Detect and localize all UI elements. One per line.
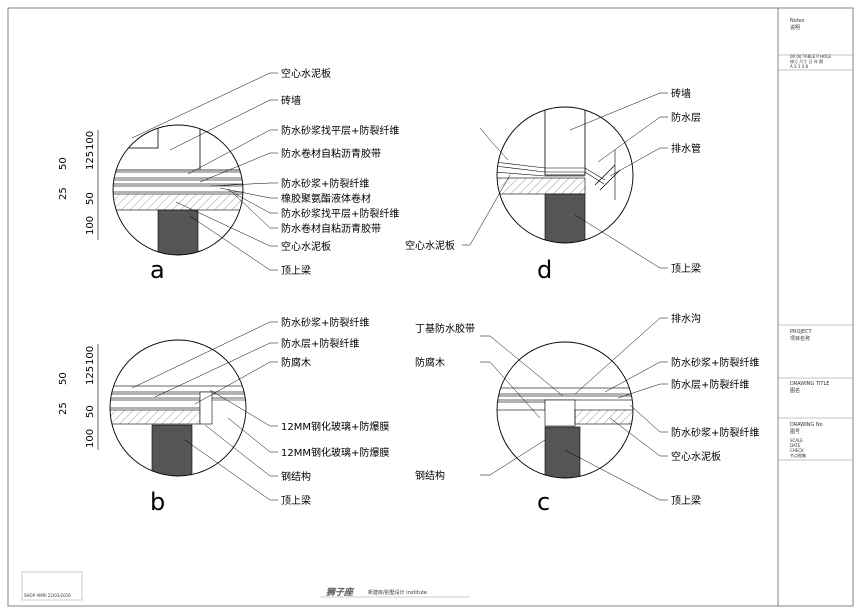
detail-d-label-2: 防水层 — [671, 111, 701, 124]
drawing-no-small-1: SCALE — [790, 438, 803, 443]
detail-c-label-6: 防水层+防裂纤维 — [671, 378, 749, 391]
detail-d-label-3: 排水管 — [671, 142, 701, 155]
detail-a-label-6: 橡胶聚氨酯液体卷材 — [281, 192, 371, 205]
drawing-no-label: DRAWING No — [790, 422, 823, 428]
detail-b-dim-5: 50 — [85, 405, 96, 418]
detail-c-label-3: 钢结构 — [415, 469, 445, 482]
detail-a-dim-1: 100 — [85, 131, 96, 150]
detail-c-label-5: 防水砂浆+防裂纤维 — [671, 356, 759, 369]
detail-a-label-10: 顶上梁 — [281, 264, 311, 277]
detail-a-dim-4: 25 — [58, 187, 69, 200]
notes-small-1: 00 00 TABLE P HOLE — [790, 54, 831, 59]
detail-a-label-4: 防水卷材自粘沥青胶带 — [281, 147, 381, 160]
detail-b-dim-3: 50 — [58, 372, 69, 385]
detail-b-label-4: 12MM钢化玻璃+防爆膜 — [281, 420, 389, 433]
company-subtitle: 新建房/别墅设计 institute — [368, 589, 427, 596]
detail-c-label-4: 排水沟 — [671, 312, 701, 325]
detail-b-label-3: 防腐木 — [281, 356, 311, 369]
detail-c-label-9: 顶上梁 — [671, 494, 701, 507]
detail-b-label-5: 12MM钢化玻璃+防爆膜 — [281, 446, 389, 459]
detail-d-label-5: 顶上梁 — [671, 262, 701, 275]
detail-b-dim-1: 100 — [85, 346, 96, 365]
detail-b-dim-2: 125 — [85, 366, 96, 385]
detail-d-label-1: 砖墙 — [671, 87, 691, 100]
notes-small-2: 修订 尺寸 日 年 期 — [790, 58, 823, 64]
project-title: PROJECT — [790, 329, 813, 335]
detail-c: c 丁基防水胶带 防腐木 钢结构 排水沟 防水砂浆+防裂纤维 防水层+防裂纤维 … — [415, 312, 759, 516]
detail-a-label-1: 空心水泥板 — [281, 67, 331, 80]
detail-a-label-8: 防水卷材自粘沥青胶带 — [281, 222, 381, 235]
detail-d-label-4: 空心水泥板 — [405, 239, 455, 252]
stamp-text: SHOP AMRI 22/03/2016 — [24, 593, 71, 598]
drawing-no-small-2: DATE — [790, 443, 801, 448]
detail-c-letter: c — [537, 488, 550, 516]
detail-b-label-1: 防水砂浆+防裂纤维 — [281, 316, 369, 329]
detail-b-label-6: 钢结构 — [281, 470, 311, 483]
detail-c-label-7: 防水砂浆+防裂纤维 — [671, 426, 759, 439]
detail-b-letter: b — [150, 488, 165, 516]
detail-a-dim-5: 50 — [85, 192, 96, 205]
notes-small-3: A 0 1 4 8 — [790, 64, 808, 69]
detail-a: a 100 125 50 25 50 100 空心水泥板 砖墙 防水砂浆找平层+… — [58, 67, 399, 284]
detail-a-label-3: 防水砂浆找平层+防裂纤维 — [281, 124, 399, 137]
detail-a-label-5: 防水砂浆+防裂纤维 — [281, 177, 369, 190]
notes-cn: 说明 — [790, 24, 800, 31]
drawing-no-small-4: 节点图集 — [790, 452, 806, 458]
detail-a-dim-3: 50 — [58, 157, 69, 170]
detail-b-label-7: 顶上梁 — [281, 494, 311, 507]
detail-b-dim-4: 25 — [58, 402, 69, 415]
notes-title: Notes — [790, 18, 805, 24]
sheet-border — [7, 7, 854, 607]
detail-d-letter: d — [537, 256, 552, 284]
detail-a-letter: a — [150, 256, 165, 284]
detail-b-label-2: 防水层+防裂纤维 — [281, 337, 359, 350]
detail-d: d 砖墙 防水层 排水管 空心水泥板 顶上梁 — [405, 87, 701, 284]
drawing-title-cn: 图名 — [790, 387, 800, 394]
stamp-box — [21, 571, 83, 601]
drawing-no-small-3: CHECK — [790, 448, 804, 453]
detail-b: b 100 125 50 25 50 100 防水砂浆+防裂纤维 防水层+防裂纤… — [58, 316, 389, 516]
detail-c-label-2: 防腐木 — [415, 356, 445, 369]
drawing-title-label: DRAWING TITLE — [790, 381, 829, 387]
detail-a-dim-2: 125 — [85, 151, 96, 170]
detail-c-label-8: 空心水泥板 — [671, 450, 721, 463]
detail-b-dim-6: 100 — [85, 429, 96, 448]
detail-a-dim-6: 100 — [85, 216, 96, 235]
project-cn: 项目名称 — [790, 335, 810, 342]
drawing-no-cn: 图号 — [790, 429, 800, 435]
company-logo: 狮子座 — [326, 587, 355, 598]
detail-a-label-9: 空心水泥板 — [281, 240, 331, 253]
detail-c-label-1: 丁基防水胶带 — [415, 322, 475, 335]
detail-a-label-7: 防水砂浆找平层+防裂纤维 — [281, 207, 399, 220]
detail-a-label-2: 砖墙 — [281, 94, 301, 107]
